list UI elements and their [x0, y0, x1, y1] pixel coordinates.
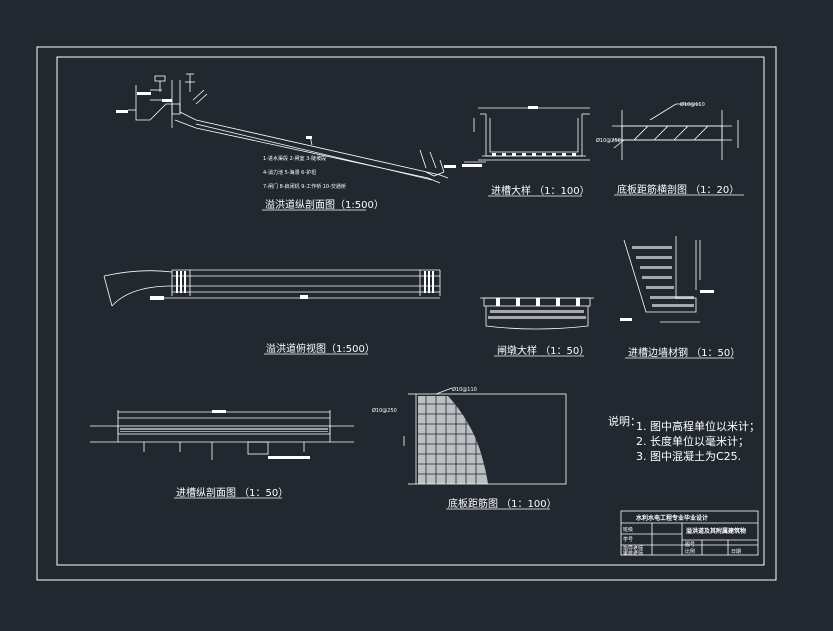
rebar-label-110: Ø10@110: [680, 101, 705, 108]
spillway-plan-drawing: [103, 269, 441, 307]
bottom-plate-cross-drawing: [612, 103, 739, 160]
profile-marker: [306, 136, 312, 139]
title-block-drawing: 溢洪道及其附属建筑物: [686, 527, 746, 535]
title-spillway-plan: 溢洪道俯视图（1:500）: [266, 342, 375, 355]
inner-frame: [56, 56, 765, 566]
tb-label-class: 班级: [623, 526, 633, 533]
tb-field-no: 图号: [685, 542, 695, 548]
title-pier-detail: 闸墩大样 （1：50）: [497, 344, 589, 357]
tb-label-reviewer: 审核老师: [623, 550, 643, 557]
title-spillway-profile: 溢洪道纵剖面图（1:500）: [265, 198, 384, 211]
bottom-plate-drawing: [403, 393, 567, 485]
legend-row-3: 7-闸门 8-启闭机 9-工作桥 10-交通桥: [263, 183, 346, 190]
tb-label-advisor: 指导老师: [623, 545, 643, 552]
trough-base-hatch: [462, 153, 576, 167]
tb-label-id: 学号: [623, 536, 633, 543]
title-block-org: 水利水电工程专业毕业设计: [636, 514, 708, 522]
outer-frame: [36, 46, 777, 581]
bottom-plate-grid: [418, 396, 486, 484]
note-3: 3. 图中混凝土为C25.: [636, 449, 741, 463]
title-bottom-plate-cross: 底板距筋横剖图 （1：20）: [617, 183, 739, 196]
notes-heading: 说明：: [608, 414, 641, 428]
rebar-label-250: Ø10@250: [596, 137, 621, 144]
trough-section-hatch: [120, 428, 328, 432]
profile-dim-text: [116, 92, 456, 168]
title-trough-wall: 进槽边墙材钢 （1：50）: [628, 346, 740, 359]
pier-hatch: [488, 298, 586, 319]
rebar-label-110-plate: Ø10@110: [452, 386, 477, 393]
trough-detail-drawing: [464, 107, 590, 163]
tb-field-date: 日期: [731, 549, 741, 555]
legend-row-2: 4-消力池 5-海漫 6-护坦: [263, 169, 316, 176]
trough-section-drawing: [90, 410, 354, 460]
rebar-label-250-plate: Ø10@250: [372, 407, 397, 414]
trough-wall-drawing: [623, 236, 701, 323]
title-trough-detail: 进槽大样 （1：100）: [491, 184, 590, 197]
title-bottom-plate: 底板距筋图 （1：100）: [448, 497, 557, 510]
plan-gate-blocks: [150, 271, 434, 300]
trough-wall-hatch: [632, 246, 694, 307]
note-1: 1. 图中高程单位以米计；: [636, 419, 760, 433]
legend-row-1: 1-进水渠段 2-闸室 3-陡坡段: [263, 155, 326, 162]
trough-dim: [528, 106, 538, 109]
spillway-profile-drawing: [128, 73, 449, 184]
note-2: 2. 长度单位以毫米计；: [636, 434, 749, 448]
title-trough-section: 进槽纵剖面图 （1：50）: [176, 486, 288, 499]
bottom-plate-mesh: [418, 396, 488, 484]
tb-field-scale: 比例: [685, 548, 695, 555]
title-block: [620, 510, 759, 556]
